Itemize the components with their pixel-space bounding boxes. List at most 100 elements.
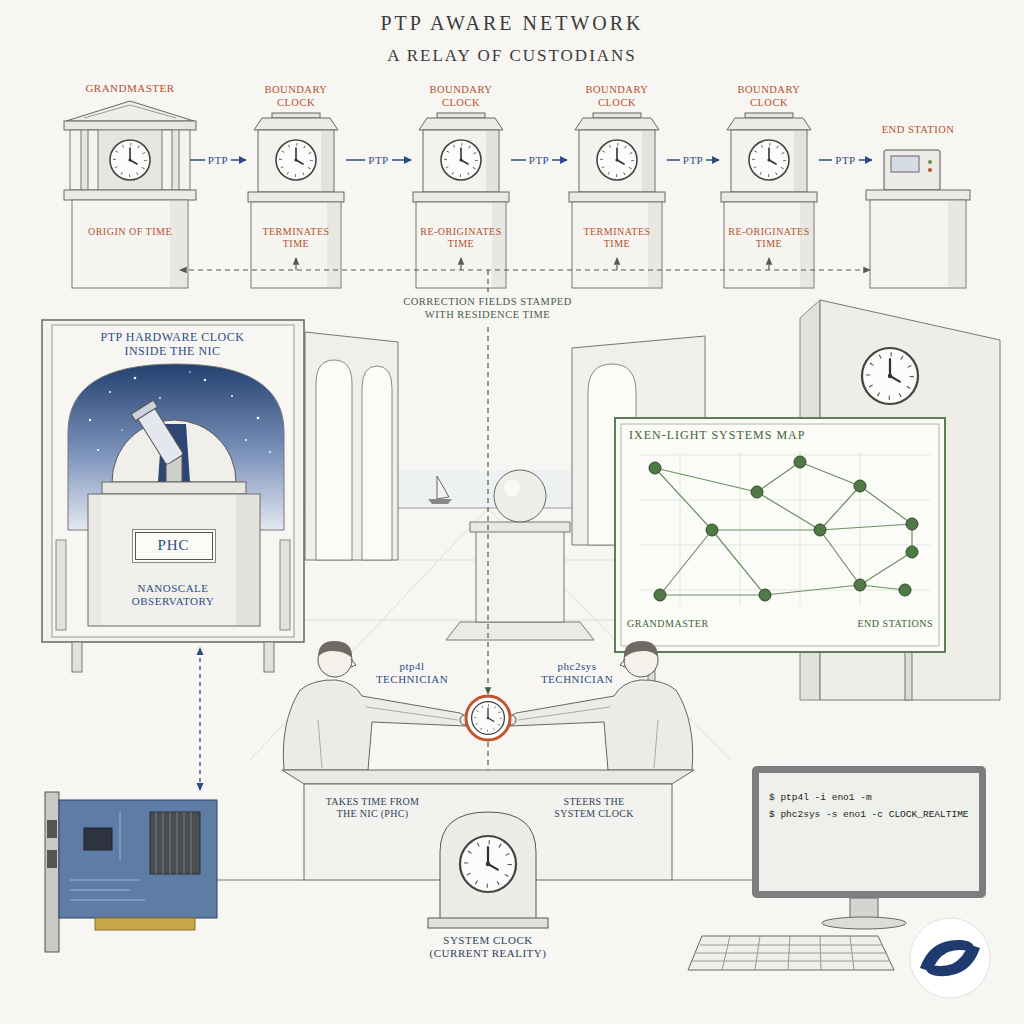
phc-panel bbox=[264, 642, 274, 672]
end-station-tower bbox=[884, 150, 940, 190]
grandmaster-tower bbox=[88, 130, 98, 190]
map-corner-label: END STATIONS bbox=[858, 618, 933, 630]
systems-map-board bbox=[906, 546, 918, 558]
systems-map-board bbox=[906, 518, 918, 530]
boundary-clock-tower bbox=[248, 113, 344, 288]
boundary-clock: BOUNDARY CLOCKRE-ORIGINATES TIME bbox=[719, 84, 819, 288]
phc-panel bbox=[56, 540, 66, 630]
boundary-clock-tower bbox=[721, 113, 817, 288]
phc-panel bbox=[52, 325, 294, 637]
desk-note: TAKES TIME FROM THE NIC (PHC) bbox=[320, 796, 425, 820]
chip-label: PHC bbox=[136, 536, 211, 554]
stars bbox=[121, 429, 123, 431]
grandmaster-clock: GRANDMASTERORIGIN OF TIME bbox=[70, 82, 190, 288]
tower-heading: BOUNDARY CLOCK bbox=[582, 84, 652, 109]
phc-panel bbox=[89, 495, 101, 625]
nic-card bbox=[156, 812, 191, 874]
desk-note: STEERS THE SYSTEM CLOCK bbox=[548, 796, 640, 820]
systems-map-board bbox=[794, 456, 806, 468]
sailboat bbox=[428, 499, 452, 504]
correction-field-bracket bbox=[616, 258, 617, 270]
boundary-clock: BOUNDARY CLOCKRE-ORIGINATES TIME bbox=[411, 84, 511, 288]
end-station: END STATION bbox=[872, 124, 964, 288]
system-clock bbox=[440, 812, 536, 922]
edge-label: PTP bbox=[365, 154, 391, 166]
grandmaster-tower bbox=[162, 130, 172, 190]
stars bbox=[89, 419, 91, 421]
end-station-tower bbox=[866, 190, 970, 200]
edge-label: PTP bbox=[205, 154, 231, 166]
correction-field-bracket bbox=[180, 269, 870, 270]
stars bbox=[204, 379, 206, 381]
desk bbox=[282, 770, 694, 784]
map-title: IXEN-LIGHT SYSTEMS MAP bbox=[629, 428, 805, 442]
map-corner-label: GRANDMASTER bbox=[627, 618, 709, 630]
floor-line bbox=[215, 880, 752, 881]
grandmaster-tower bbox=[170, 201, 187, 287]
systems-map-board bbox=[706, 524, 718, 536]
boundary-clock: BOUNDARY CLOCKTERMINATES TIME bbox=[246, 84, 346, 288]
panel-caption: NANOSCALE OBSERVATORY bbox=[118, 582, 228, 608]
correction-field-bracket bbox=[460, 258, 461, 270]
sphere-pedestal bbox=[470, 522, 570, 532]
systems-map-board bbox=[899, 584, 911, 596]
correction-field-bracket bbox=[487, 327, 488, 694]
nic-card bbox=[84, 828, 112, 850]
stars bbox=[257, 417, 260, 420]
grandmaster-tower bbox=[70, 130, 81, 190]
phc-panel bbox=[88, 494, 260, 626]
tower-heading: BOUNDARY CLOCK bbox=[734, 84, 804, 109]
boundary-clock-tower bbox=[569, 113, 665, 288]
sphere-pedestal bbox=[494, 470, 546, 522]
grandmaster-tower bbox=[84, 105, 176, 118]
systems-map-board bbox=[621, 424, 939, 646]
phc-panel bbox=[236, 495, 259, 625]
end-station-tower bbox=[870, 200, 966, 288]
computer bbox=[688, 898, 906, 970]
tower-role: TERMINATES TIME bbox=[573, 226, 661, 250]
grandmaster-tower bbox=[66, 101, 194, 121]
clock-caption: SYSTEM CLOCK (CURRENT REALITY) bbox=[418, 934, 558, 960]
grandmaster-tower bbox=[72, 200, 188, 288]
tower-heading: END STATION bbox=[872, 124, 964, 137]
systems-map-board bbox=[640, 452, 930, 605]
logo bbox=[910, 918, 990, 998]
nic-phc-link bbox=[199, 648, 200, 790]
stars bbox=[245, 439, 247, 441]
stars bbox=[231, 395, 233, 397]
systems-map-board bbox=[751, 486, 763, 498]
nic-card bbox=[45, 792, 59, 952]
correction-field-bracket bbox=[295, 258, 296, 270]
end-station-tower bbox=[891, 156, 919, 172]
systems-map-board bbox=[615, 418, 945, 652]
computer bbox=[822, 917, 906, 929]
wall-clock bbox=[862, 348, 918, 404]
nic-card bbox=[59, 800, 217, 918]
phc-plate: PHC bbox=[135, 532, 213, 560]
panel-heading: PTP HARDWARE CLOCK INSIDE THE NIC bbox=[85, 330, 260, 359]
tower-role: TERMINATES TIME bbox=[252, 226, 340, 250]
stars bbox=[159, 397, 161, 399]
system-clock bbox=[428, 918, 548, 928]
callout-text: CORRECTION FIELDS STAMPED WITH RESIDENCE… bbox=[400, 296, 575, 321]
correction-field-bracket bbox=[768, 258, 769, 270]
arch-wall bbox=[305, 332, 398, 560]
end-station-tower bbox=[928, 160, 932, 164]
nic-card bbox=[95, 918, 195, 930]
grandmaster-tower bbox=[80, 130, 180, 190]
tower-role: ORIGIN OF TIME bbox=[75, 226, 185, 238]
logo bbox=[926, 944, 980, 976]
phc2sys-technician-figure bbox=[506, 641, 693, 770]
end-station-tower bbox=[948, 201, 965, 287]
systems-map-board bbox=[649, 462, 661, 474]
boundary-clock-tower bbox=[413, 113, 509, 288]
edge-label: PTP bbox=[680, 154, 706, 166]
systems-map-board bbox=[814, 524, 826, 536]
phc-panel bbox=[131, 400, 157, 421]
phc-panel bbox=[72, 642, 82, 672]
role-label: ptp4l TECHNICIAN bbox=[369, 660, 455, 686]
boundary-clock: BOUNDARY CLOCK TERMINATES TIME bbox=[567, 84, 667, 288]
shared-clock bbox=[466, 696, 510, 740]
arch-opening bbox=[316, 360, 352, 560]
